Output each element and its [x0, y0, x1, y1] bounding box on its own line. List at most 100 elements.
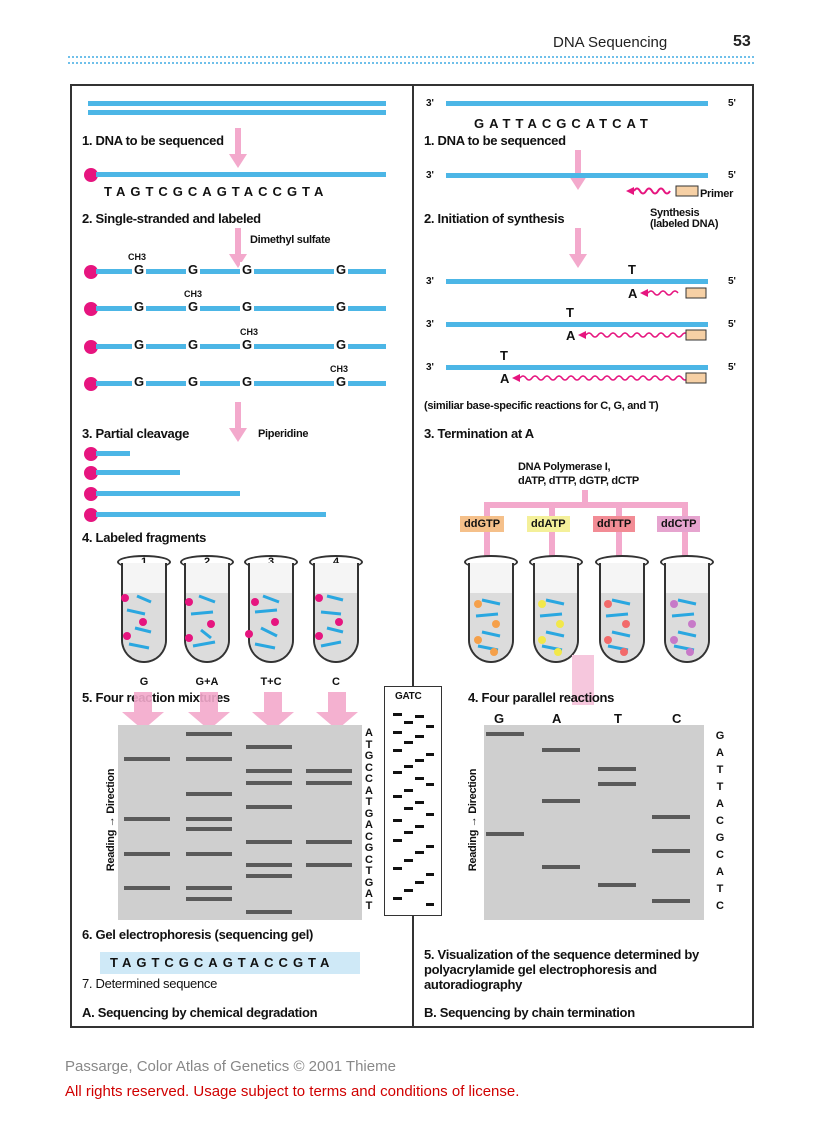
sequence-letter: C — [365, 853, 373, 866]
new-strand-icon — [578, 329, 707, 341]
methyl-group: CH3 — [184, 289, 203, 299]
dntps-label: dATP, dTTP, dGTP, dCTP — [518, 475, 639, 487]
base-g: G — [334, 299, 349, 314]
base-g: G — [186, 374, 201, 389]
base-g: G — [186, 262, 201, 277]
gel-band — [124, 757, 170, 761]
gel-band — [486, 732, 524, 736]
gel-band — [598, 883, 636, 887]
base-g: G — [132, 262, 147, 277]
sequencing-gel — [118, 725, 362, 920]
ddgtp-chip: ddGTP — [460, 516, 505, 532]
fragments-in-tubes-icon — [474, 598, 697, 656]
methyl-group: CH3 — [240, 327, 259, 337]
lane-label: A — [552, 711, 562, 726]
base-t: T — [564, 305, 576, 320]
sequence-letter: G — [715, 730, 725, 742]
sequence-letter: A — [716, 747, 724, 759]
left-step2-label: 2. Single-stranded and labeled — [82, 211, 261, 226]
base-g: G — [240, 262, 255, 277]
right-step5-label: 5. Visualization of the sequence determi… — [424, 947, 699, 992]
base-a: A — [564, 328, 578, 343]
lane-label: T — [614, 711, 622, 726]
determined-sequence-box — [100, 952, 360, 974]
tube-label: G — [139, 676, 149, 688]
end-3prime: 3' — [426, 170, 434, 181]
gel-band — [186, 792, 232, 796]
label-dot — [84, 302, 98, 316]
gel-band — [542, 799, 580, 803]
gel-band — [598, 782, 636, 786]
base-g: G — [334, 262, 349, 277]
end-3prime: 3' — [426, 362, 434, 373]
sequence-letter: C — [716, 849, 724, 861]
dna-strand-bottom — [88, 110, 386, 115]
tube-label: T+C — [260, 676, 282, 688]
base-g: G — [186, 299, 201, 314]
autoradiograph: GATC — [384, 686, 442, 916]
fragment — [96, 512, 326, 517]
sequence-letter: T — [365, 738, 373, 751]
gel-band — [186, 817, 232, 821]
left-step7-label: 7. Determined sequence — [82, 976, 218, 991]
polymerase-label: DNA Polymerase I, — [518, 461, 611, 473]
right-step1-label: 1. DNA to be sequenced — [424, 133, 566, 148]
gel-band — [186, 897, 232, 901]
gel-band — [246, 874, 292, 878]
ddttp-chip: ddTTP — [593, 516, 636, 532]
tube-label: C — [332, 676, 340, 688]
gel-band — [246, 840, 292, 844]
sequence-letter: G — [364, 842, 374, 854]
gel-band — [486, 832, 524, 836]
ddctp-chip: ddCTP — [657, 516, 701, 532]
gel-band — [306, 863, 352, 867]
base-a: A — [498, 371, 512, 386]
base-g: G — [132, 374, 147, 389]
copyright-line: Passarge, Color Atlas of Genetics © 2001… — [65, 1058, 396, 1075]
sequence-letter: C — [365, 761, 373, 774]
methyl-group: CH3 — [128, 252, 147, 262]
sequence-letter: G — [364, 750, 374, 762]
gel-band — [124, 817, 170, 821]
end-5prime: 5' — [728, 319, 736, 330]
sequence-letter: A — [365, 784, 373, 797]
template-sequence: GATTACGCATCAT — [474, 116, 653, 131]
gel-band — [542, 748, 580, 752]
sequence-letter: C — [365, 773, 373, 785]
base-g: G — [132, 299, 147, 314]
primer-label: Primer — [700, 188, 734, 200]
sequence-letter: C — [365, 830, 373, 843]
pink-arrow-icon — [229, 402, 247, 442]
page-number: 53 — [733, 33, 751, 50]
tube-label: G+A — [195, 676, 219, 688]
page-header-title: DNA Sequencing — [553, 34, 668, 51]
right-step3-label: 3. Termination at A — [424, 426, 534, 441]
end-3prime: 3' — [426, 98, 434, 109]
gel-band — [124, 852, 170, 856]
gel-band — [598, 767, 636, 771]
gel-band — [246, 781, 292, 785]
reading-direction-label-left: Reading → Direction — [105, 768, 117, 872]
gel-band — [652, 899, 690, 903]
pink-arrow-icon — [229, 128, 247, 168]
sequence-letter: T — [365, 796, 373, 808]
left-step3-label: 3. Partial cleavage — [82, 426, 190, 441]
pink-arrow-icon — [229, 228, 247, 268]
sequence-letter: G — [364, 876, 374, 889]
template-strand — [446, 322, 708, 327]
label-dot — [84, 466, 98, 480]
arrows-to-gel-icon — [122, 692, 358, 730]
sequence-letter: A — [365, 727, 373, 739]
label-dot — [84, 447, 98, 461]
sequence-top: TAGTCGCAGTACCGTA — [104, 184, 329, 199]
template-strand — [446, 365, 708, 370]
sequence-letter: T — [365, 899, 373, 912]
gel-band — [186, 827, 232, 831]
pink-arrow-icon — [569, 228, 587, 268]
sequence-letter: A — [365, 819, 373, 831]
gel-band — [246, 769, 292, 773]
gel-band — [306, 840, 352, 844]
template-strand — [446, 101, 708, 106]
panel-divider — [412, 84, 414, 1028]
